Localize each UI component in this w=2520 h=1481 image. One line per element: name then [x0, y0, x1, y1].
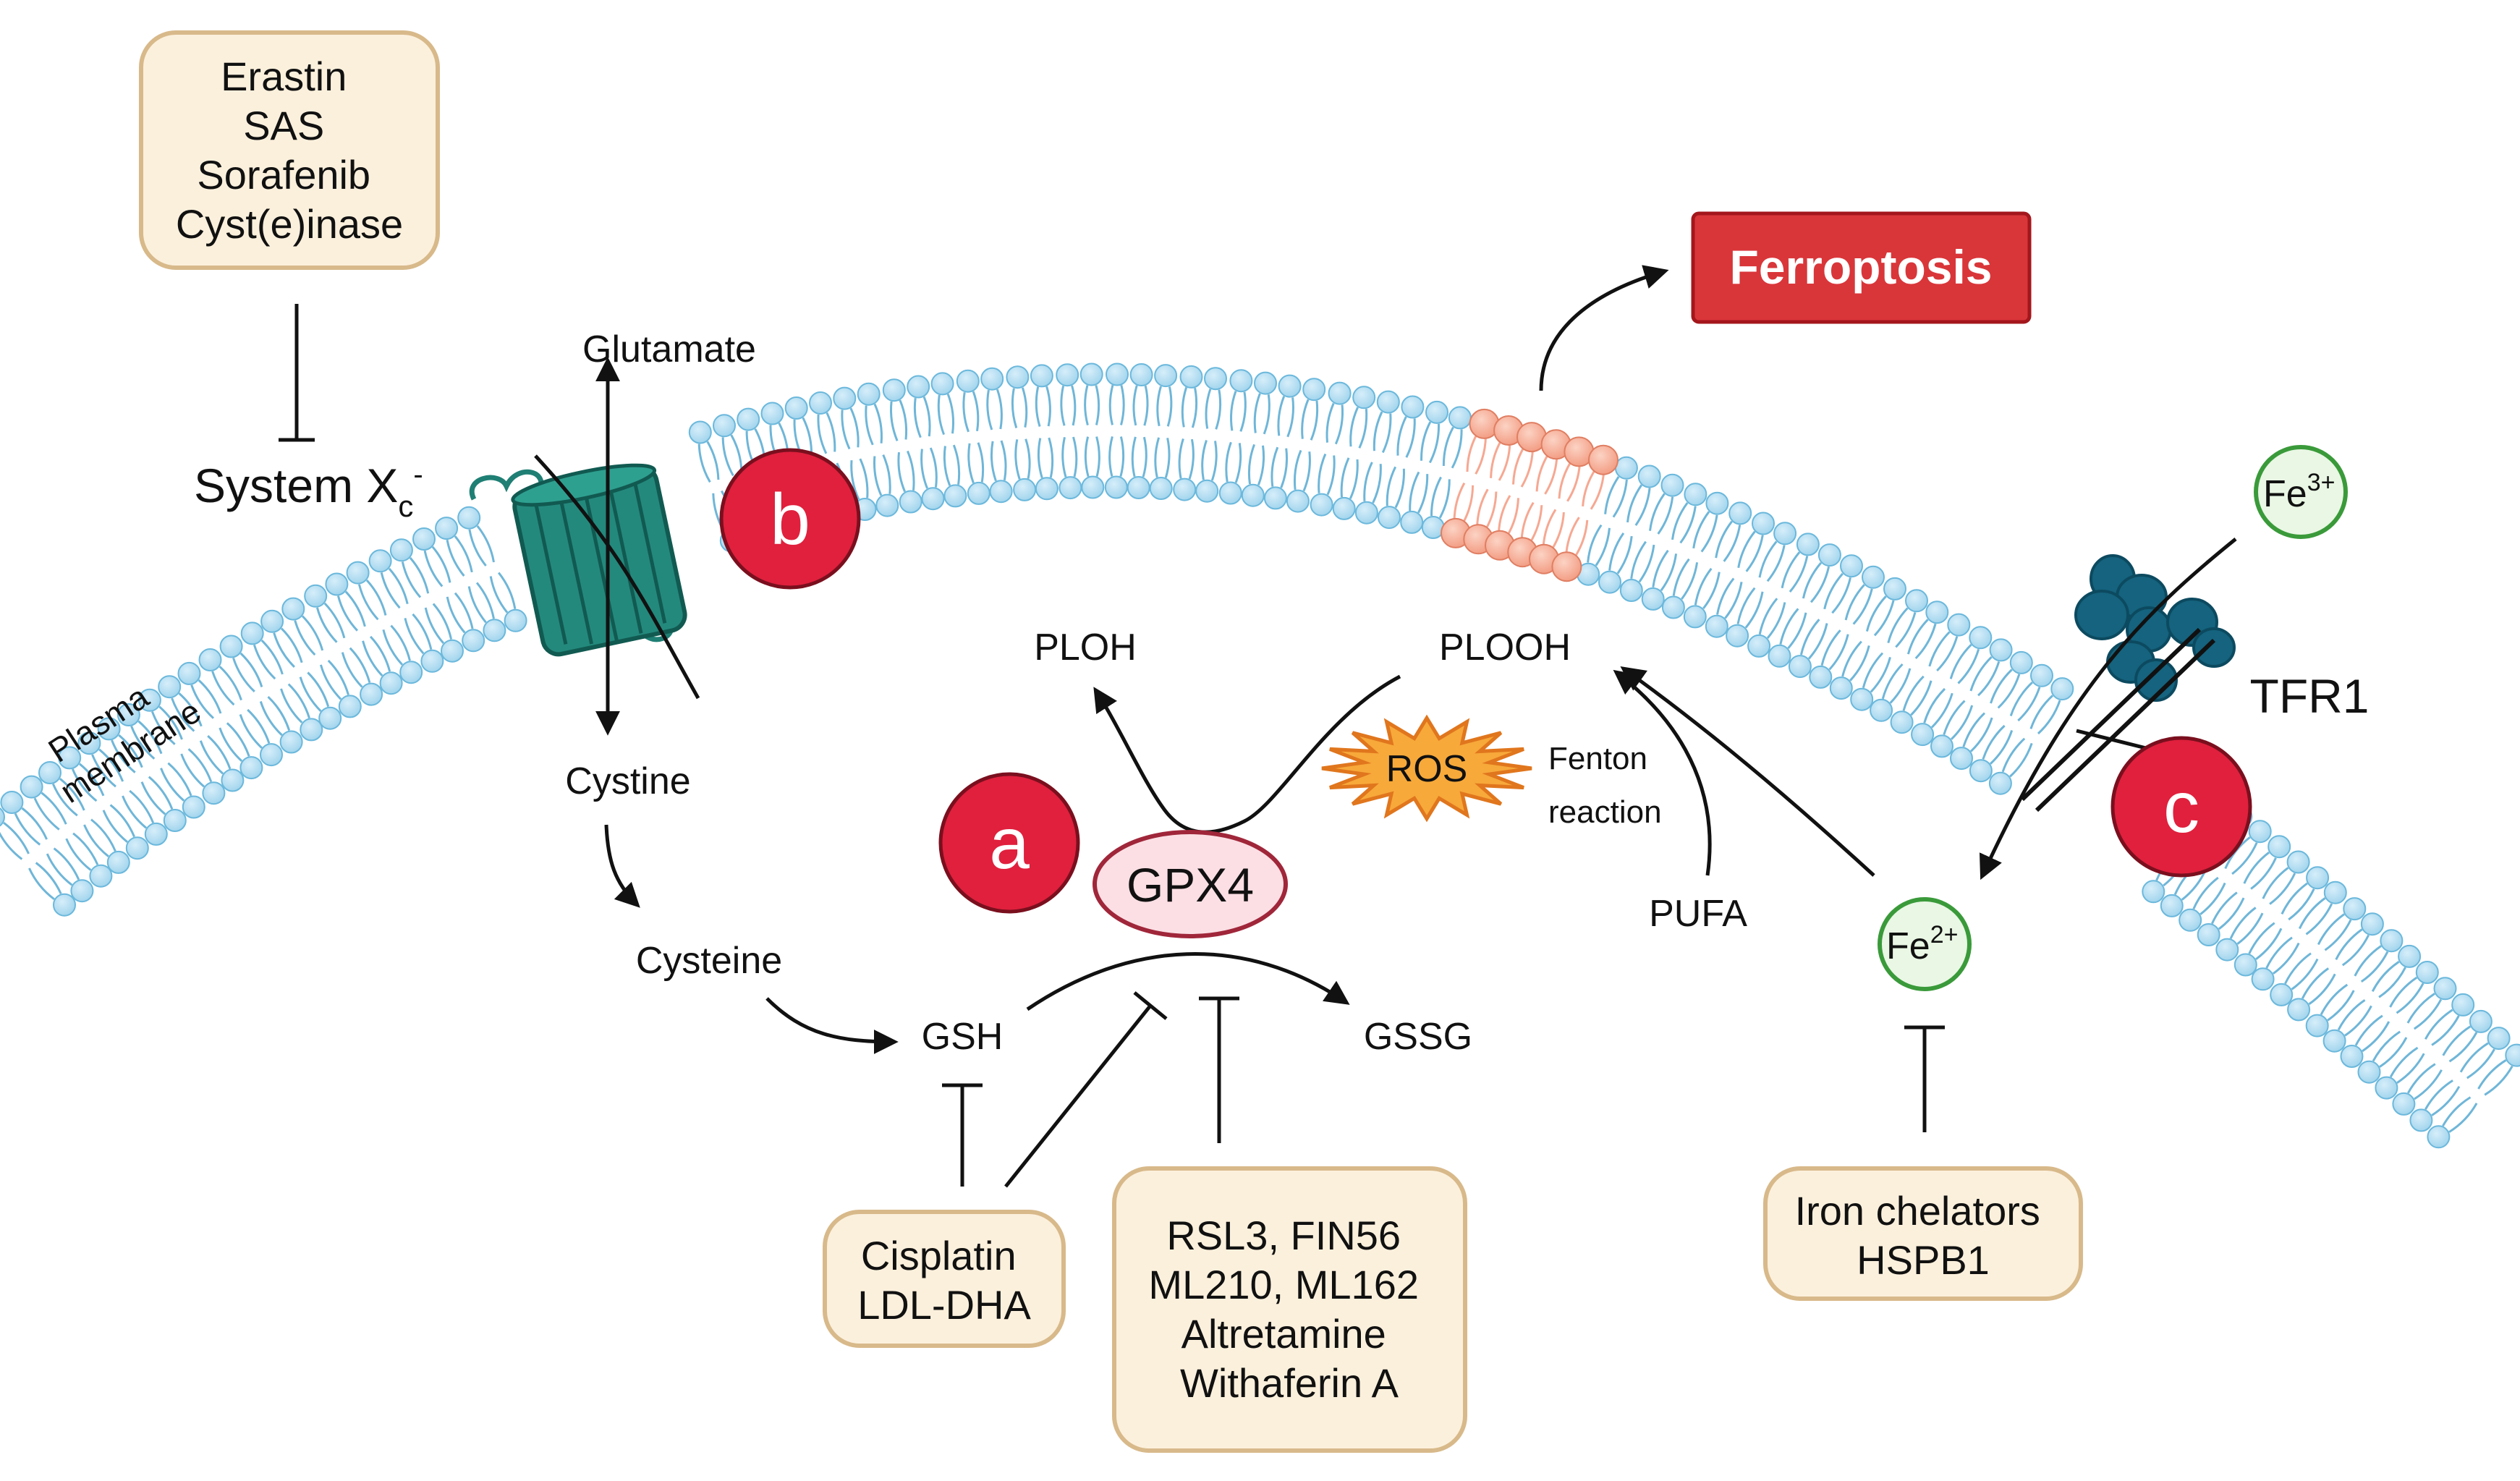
inhibitor-sas: SAS	[243, 103, 324, 148]
fe3-sup: 3+	[2307, 469, 2336, 496]
gsh-label: GSH	[922, 1016, 1004, 1058]
tfr1-label: TFR1	[2250, 669, 2370, 723]
gssg-label: GSSG	[1364, 1016, 1472, 1058]
badge-c-label: c	[2163, 767, 2199, 848]
ros-burst-icon: ROS	[1321, 714, 1532, 823]
fe2-base: Fe	[1886, 925, 1930, 967]
system-xc-label-sub: c	[398, 489, 413, 523]
badge-b-label: b	[770, 479, 810, 560]
fe3-ion: Fe3+	[2254, 445, 2348, 539]
fe2-sup: 2+	[1930, 921, 1959, 949]
gpx4-inhibitor-box: RSL3, FIN56 ML210, ML162 Altretamine Wit…	[1112, 1166, 1467, 1453]
oxidized-lipid-icon	[1441, 408, 1619, 582]
gpx4-label: GPX4	[1127, 858, 1254, 912]
fenton-label-line-1: Fenton	[1548, 741, 1647, 776]
fenton-label-line-2: reaction	[1548, 794, 1662, 830]
ros-label: ROS	[1386, 748, 1468, 790]
system-xc-label: System Xc-	[194, 459, 423, 523]
iron-inhibitor-box: Iron chelators HSPB1	[1763, 1166, 2083, 1301]
pufa-label: PUFA	[1649, 893, 1747, 935]
badge-a: a	[938, 772, 1080, 914]
gpx4-enzyme: GPX4	[1093, 830, 1288, 938]
system-xc-inhibitor-box: Erastin SAS Sorafenib Cyst(e)inase	[139, 30, 440, 270]
plasma-membrane-bilayer	[0, 362, 2520, 1149]
system-xc-label-base: System X	[194, 459, 398, 512]
fe2-label: Fe2+	[1886, 921, 1958, 967]
inhibitor-hspb1: HSPB1	[1857, 1237, 1990, 1283]
inhibitor-cysteinase: Cyst(e)inase	[176, 201, 403, 247]
cysteine-label: Cysteine	[636, 940, 782, 982]
badge-c: c	[2110, 736, 2252, 878]
tfr1-receptor-icon	[2020, 554, 2236, 812]
ferroptosis-outcome-box: Ferroptosis	[1691, 211, 2032, 324]
fenton-reaction-label: Fenton reaction	[1548, 741, 1662, 830]
iron-inhibitor-list: Iron chelators HSPB1	[1795, 1188, 2052, 1283]
gpx4-inhibitor-list: RSL3, FIN56 ML210, ML162 Altretamine Wit…	[1148, 1213, 1430, 1406]
inhibitor-rsl3-fin56: RSL3, FIN56	[1166, 1213, 1401, 1258]
inhibitor-altretamine: Altretamine	[1181, 1311, 1386, 1357]
fe3-label: Fe3+	[2263, 469, 2335, 515]
fe3-base: Fe	[2263, 473, 2307, 515]
inhibitor-withaferin-a: Withaferin A	[1180, 1360, 1399, 1406]
inhibitor-cisplatin: Cisplatin	[861, 1233, 1017, 1278]
cystine-label: Cystine	[565, 760, 690, 802]
fe2-ion: Fe2+	[1878, 897, 1972, 991]
system-xc-inhibitor-list: Erastin SAS Sorafenib Cyst(e)inase	[176, 54, 403, 247]
glutamate-label: Glutamate	[582, 328, 756, 370]
inhibitor-erastin: Erastin	[221, 54, 347, 99]
inhibitor-iron-chelators: Iron chelators	[1795, 1188, 2040, 1234]
gsh-inhibitor-box: Cisplatin LDL-DHA	[823, 1210, 1066, 1348]
ferroptosis-label: Ferroptosis	[1729, 240, 1992, 294]
plooh-label: PLOOH	[1439, 627, 1571, 669]
badge-b: b	[719, 448, 861, 590]
inhibitor-ldl-dha: LDL-DHA	[857, 1282, 1031, 1328]
inhibitor-ml210-ml162: ML210, ML162	[1148, 1262, 1419, 1307]
system-xc-label-sup: -	[413, 459, 423, 491]
inhibitor-sorafenib: Sorafenib	[197, 152, 370, 198]
gsh-inhibitor-list: Cisplatin LDL-DHA	[857, 1233, 1031, 1328]
ploh-label: PLOH	[1034, 627, 1137, 669]
badge-a-label: a	[989, 803, 1030, 884]
